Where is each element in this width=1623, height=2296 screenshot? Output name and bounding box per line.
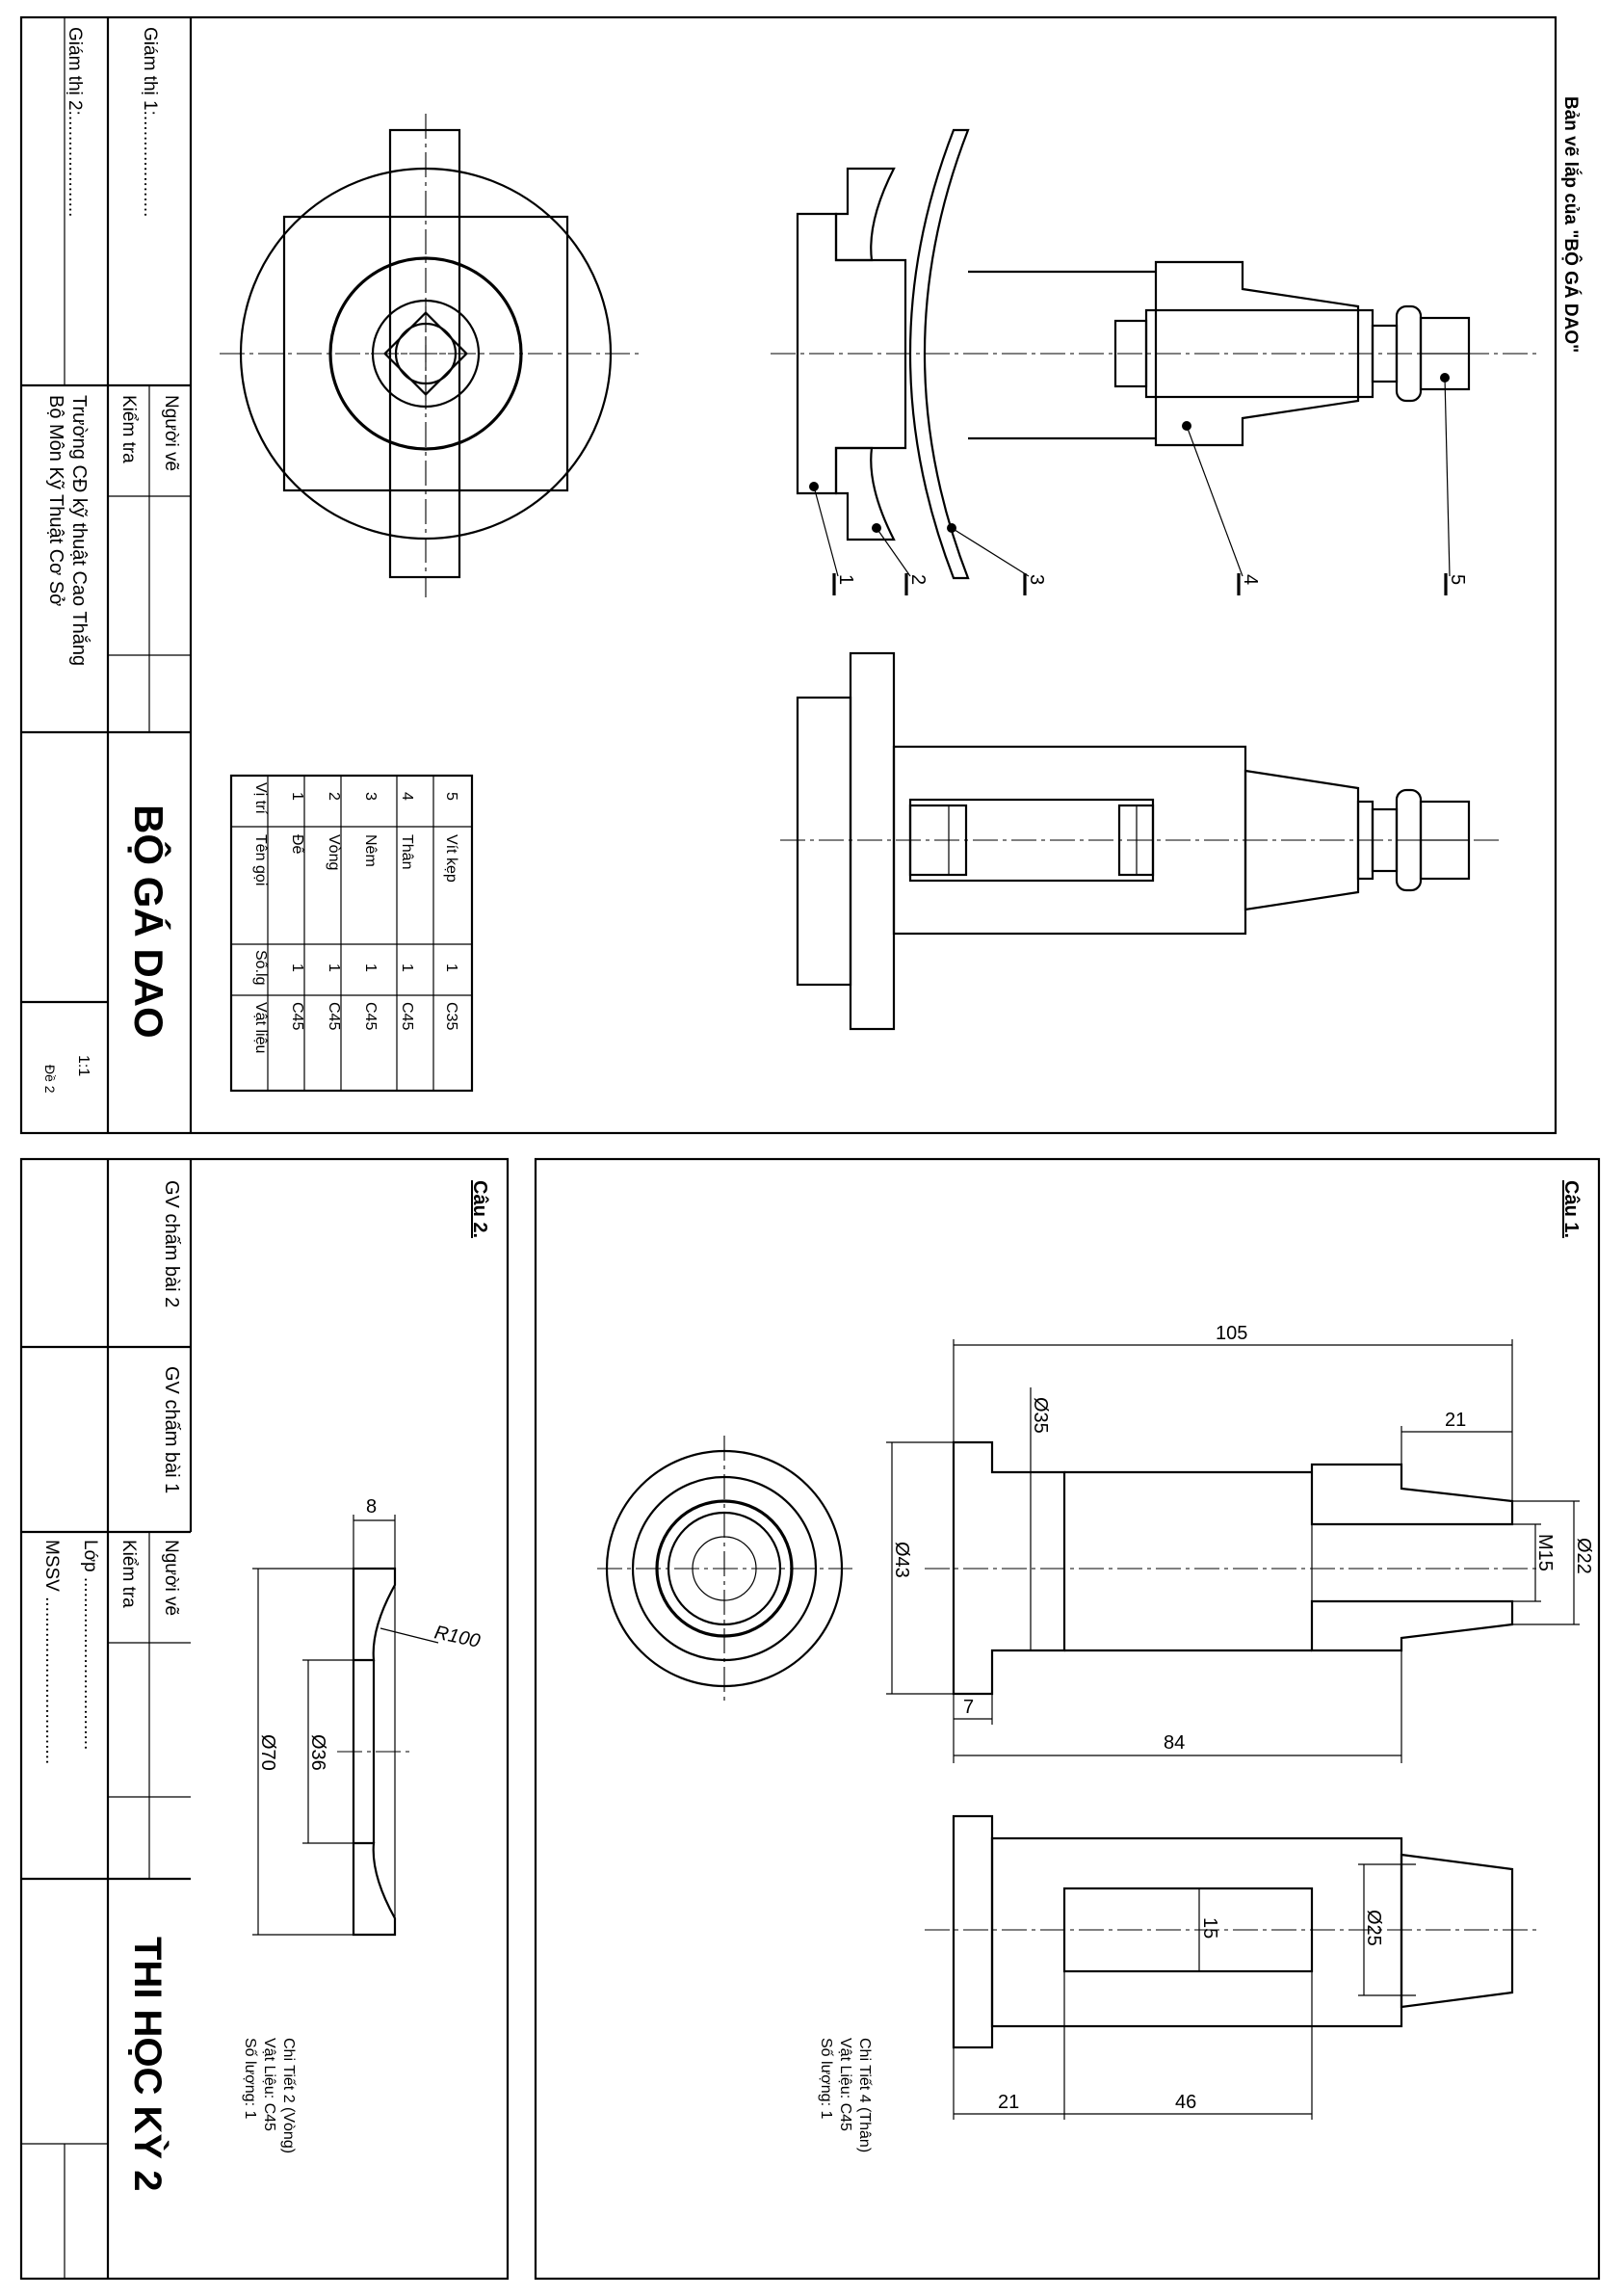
cau1-drawing: Câu 1. 105 21 Ø35 Ø43 M15: [597, 1180, 1594, 2152]
part-label-2: 2: [907, 574, 929, 585]
cau1-note-3: Số lượng: 1: [818, 2038, 834, 2119]
bottom-right-frame: [534, 1157, 1601, 2281]
dim-r100: R100: [432, 1622, 482, 1651]
dim-21-top: 21: [1445, 1410, 1466, 1431]
dim-7: 7: [963, 1697, 974, 1718]
pl-row-4-mat: C45: [399, 1002, 415, 1030]
dim-8: 8: [366, 1496, 377, 1517]
dim-d43: Ø43: [891, 1542, 912, 1578]
drawing-name: BỘ GÁ DAO: [126, 805, 172, 1039]
leader-lines: [809, 373, 1451, 577]
pl-row-4-pos: 4: [399, 792, 415, 801]
top-frame: [19, 15, 1558, 1135]
kiem-tra-label: Kiểm tra: [118, 395, 139, 463]
dim-d25: Ø25: [1363, 1910, 1384, 1946]
title-block-top: Giám thị 1:.................... Giám thị…: [21, 17, 193, 1133]
dim-d70: Ø70: [257, 1734, 278, 1771]
dim-84: 84: [1164, 1732, 1185, 1754]
pl-row-1-name: Đế: [289, 834, 305, 855]
lop-field: Lớp ..................................: [80, 1540, 100, 1750]
pl-row-5-pos: 5: [443, 792, 459, 801]
part-label-1: 1: [835, 574, 856, 585]
dim-d36: Ø36: [307, 1734, 328, 1771]
department-name: Bộ Môn Kỹ Thuật Cơ Sở: [45, 395, 66, 606]
dim-105: 105: [1216, 1323, 1247, 1344]
title-block-bottom: GV chấm bài 2 GV chấm bài 1 Người vẽ Kiể…: [21, 1159, 193, 2279]
cau1-note-1: Chi Tiết 4 (Thân): [856, 2038, 873, 2152]
pl-row-3-pos: 3: [362, 792, 379, 801]
dim-15: 15: [1199, 1917, 1220, 1939]
cau2-heading: Câu 2.: [469, 1180, 490, 1238]
pl-row-5-qty: 1: [443, 963, 459, 972]
dim-d35: Ø35: [1030, 1397, 1051, 1434]
cau2-note-1: Chi Tiết 2 (Vòng): [280, 2038, 297, 2153]
pl-row-2-pos: 2: [326, 792, 342, 801]
cau1-heading: Câu 1.: [1560, 1180, 1582, 1238]
assembly-front-view: [780, 651, 1503, 1031]
assembly-end-view: [220, 114, 641, 597]
part-label-5: 5: [1447, 574, 1468, 585]
assembly-title: Bản vẽ lắp của "BỘ GÁ DAO": [1560, 96, 1582, 353]
mssv-field: MSSV .................................: [41, 1540, 62, 1764]
cau2-drawing: Câu 2. 8 R100 Ø70 Ø36 Chi Tiết 2 (Vòng) …: [242, 1180, 490, 2153]
cau1-note-2: Vật Liệu: C45: [837, 2038, 853, 2131]
cau2-note-2: Vật Liệu: C45: [261, 2038, 277, 2131]
pl-row-1-mat: C45: [289, 1002, 305, 1030]
pl-header-material: Vật liệu: [252, 1002, 269, 1053]
dim-m15: M15: [1534, 1534, 1556, 1571]
gv-cham-bai-1: GV chấm bài 1: [161, 1366, 182, 1493]
pl-row-4-name: Thân: [399, 834, 415, 869]
school-name: Trường CĐ kỹ thuật Cao Thắng: [68, 395, 91, 666]
parts-list-table: Vị trí Tên gọi Số.lg Vật liệu 1 Đế 1 C45…: [229, 774, 474, 1093]
dim-d22: Ø22: [1573, 1538, 1594, 1574]
dim-21-bottom: 21: [998, 2092, 1019, 2113]
pl-row-3-mat: C45: [362, 1002, 379, 1030]
pl-row-5-mat: C35: [443, 1002, 459, 1030]
pl-row-2-qty: 1: [326, 963, 342, 972]
pl-row-1-qty: 1: [289, 963, 305, 972]
dim-46: 46: [1175, 2092, 1196, 2113]
pl-header-name: Tên gọi: [252, 834, 269, 885]
pl-row-3-qty: 1: [362, 963, 379, 972]
giam-thi-1: Giám thị 1:....................: [140, 27, 160, 217]
bottom-left-frame: [19, 1157, 510, 2281]
pl-header-qty: Số.lg: [252, 950, 269, 985]
cau2-note-3: Số lượng: 1: [242, 2038, 258, 2119]
pl-row-4-qty: 1: [399, 963, 415, 972]
sheet-number: Đề 2: [42, 1065, 58, 1094]
pl-header-position: Vị trí: [252, 782, 269, 814]
kiem-tra-label-2: Kiểm tra: [118, 1540, 139, 1608]
pl-row-1-pos: 1: [289, 792, 305, 801]
pl-row-5-name: Vít kẹp: [443, 834, 459, 883]
scale: 1:1: [75, 1055, 92, 1076]
part-label-4: 4: [1240, 574, 1261, 585]
pl-row-3-name: Nêm: [362, 834, 379, 867]
nguoi-ve-label-2: Người vẽ: [161, 1540, 181, 1616]
nguoi-ve-label: Người vẽ: [161, 395, 181, 471]
exam-title: THI HỌC KỲ 2: [126, 1937, 170, 2191]
assembly-section-view: 1 2 3 4 5: [771, 128, 1541, 595]
pl-row-2-mat: C45: [326, 1002, 342, 1030]
giam-thi-2: Giám thị 2:....................: [65, 27, 85, 217]
pl-row-2-name: Vòng: [326, 834, 342, 870]
gv-cham-bai-2: GV chấm bài 2: [161, 1180, 182, 1307]
part-label-3: 3: [1026, 574, 1047, 585]
